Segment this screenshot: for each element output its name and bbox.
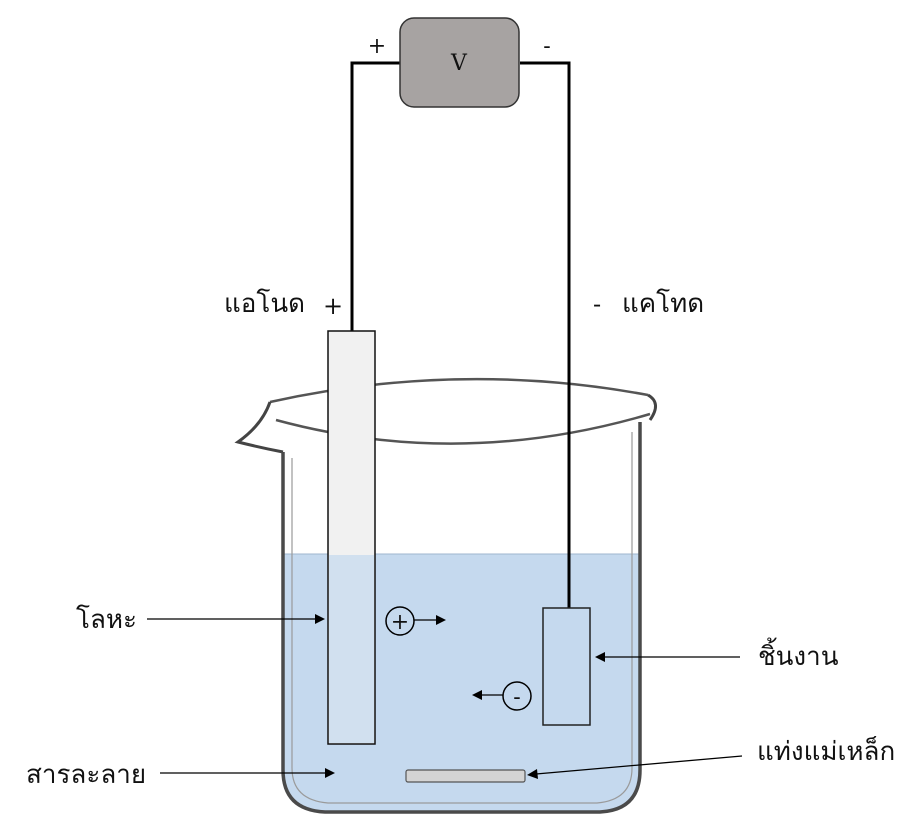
negative-ion-arrowhead <box>472 690 482 700</box>
workpiece-arrowhead <box>595 652 605 662</box>
negative-ion-sign: - <box>513 685 520 710</box>
cathode-wire <box>520 61 571 608</box>
voltmeter-symbol: V <box>450 51 468 76</box>
stir-bar-label: แท่งแม่เหล็ก <box>757 735 895 767</box>
cathode-sign: - <box>593 290 601 318</box>
anode-sign: + <box>323 292 343 320</box>
metal-label: โลหะ <box>76 604 137 635</box>
positive-ion: + <box>385 606 415 636</box>
voltmeter-minus-sign: - <box>543 34 550 59</box>
beaker-spout <box>234 401 284 454</box>
positive-ion-arrowhead <box>436 615 446 625</box>
metal-arrowhead <box>315 614 325 624</box>
voltmeter <box>399 17 520 108</box>
beaker-right-lip <box>647 393 657 421</box>
stir-bar-leader <box>535 755 743 775</box>
stir-bar-arrowhead <box>527 769 538 779</box>
magnetic-stir-bar <box>405 769 526 783</box>
positive-ion-circle <box>385 606 415 636</box>
solution-arrowhead <box>325 768 335 778</box>
beaker <box>234 377 657 814</box>
beaker-wall <box>281 422 642 814</box>
beaker-back-rim <box>269 377 649 404</box>
negative-ion-circle <box>502 681 532 711</box>
solution-label: สารละลาย <box>26 760 146 790</box>
beaker-front-rim <box>275 412 651 445</box>
negative-ion: - <box>502 681 532 711</box>
beaker-inner-wall <box>291 432 633 804</box>
anode-label: แอโนด <box>224 288 305 319</box>
cathode-label: แคโทด <box>622 288 704 319</box>
anode-wire <box>350 61 400 331</box>
workpiece <box>542 607 591 726</box>
positive-ion-sign: + <box>391 610 409 635</box>
workpiece-label: ชิ้นงาน <box>758 637 839 672</box>
circuit-wires <box>350 61 571 608</box>
anode-submerged-tint <box>329 555 374 743</box>
voltmeter-plus-sign: + <box>368 34 386 59</box>
